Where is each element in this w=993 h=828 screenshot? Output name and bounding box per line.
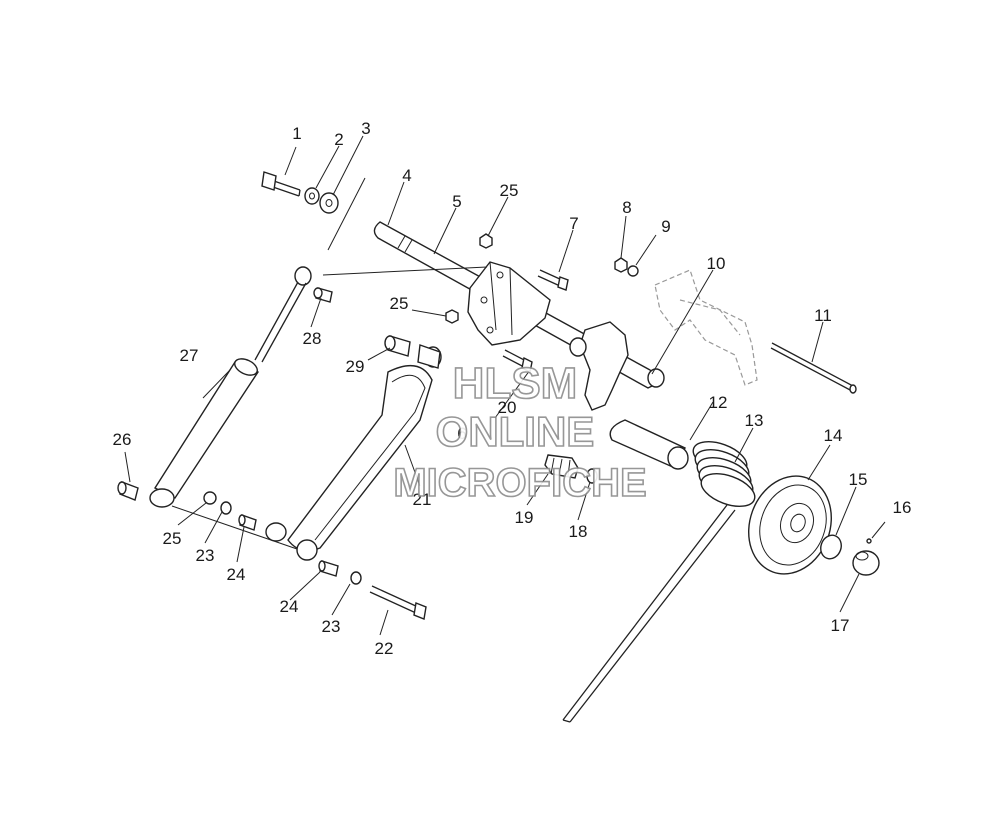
callout-17: 17 — [831, 616, 850, 635]
bushing-25-lower — [203, 491, 217, 505]
callout-25-mid: 25 — [390, 294, 409, 313]
stop-block-19 — [544, 454, 579, 479]
bolt-22 — [369, 585, 427, 620]
bushing-24-left — [238, 514, 257, 531]
callout-8: 8 — [622, 198, 631, 217]
callout-22: 22 — [375, 639, 394, 658]
bolt-1 — [261, 171, 301, 197]
torsion-spring-13 — [562, 441, 756, 723]
pin-16 — [866, 538, 872, 544]
callout-27: 27 — [180, 346, 199, 365]
callout-25-lower: 25 — [163, 529, 182, 548]
callout-23-right: 23 — [322, 617, 341, 636]
callout-15: 15 — [849, 470, 868, 489]
washer-2 — [304, 187, 320, 205]
watermark-line-3: MICROFICHE — [393, 461, 646, 505]
callout-24-left: 24 — [227, 565, 246, 584]
idler-wheel-14 — [748, 475, 832, 575]
bushing-26 — [117, 481, 139, 501]
callout-25-top: 25 — [500, 181, 519, 200]
callout-1: 1 — [292, 124, 301, 143]
callout-18: 18 — [569, 522, 588, 541]
bushing-28 — [313, 287, 333, 303]
bolt-7 — [537, 269, 569, 291]
washer-23-left — [220, 501, 232, 515]
watermark-line-2: ONLINE — [436, 408, 595, 455]
callout-28: 28 — [303, 329, 322, 348]
callout-12: 12 — [709, 393, 728, 412]
rear-arm-21 — [265, 344, 442, 552]
callout-23-left: 23 — [196, 546, 215, 565]
bushing-29 — [384, 335, 411, 357]
callout-9: 9 — [661, 217, 670, 236]
watermark-line-1: HLSM — [453, 359, 578, 408]
callout-20: 20 — [498, 398, 517, 417]
bushing-lower-pivot — [296, 539, 318, 561]
rod-11 — [770, 342, 857, 394]
tunnel-outline — [654, 269, 758, 386]
washer-15 — [820, 534, 842, 560]
callout-16: 16 — [893, 498, 912, 517]
bolt-20 — [502, 349, 533, 374]
callout-4: 4 — [402, 166, 411, 185]
shock-absorber-27 — [149, 266, 312, 508]
callout-7: 7 — [569, 214, 578, 233]
callout-labels: 1 2 3 4 5 25 7 8 9 10 11 25 28 27 29 20 … — [113, 119, 912, 658]
callout-13: 13 — [745, 411, 764, 430]
callout-14: 14 — [824, 426, 843, 445]
callout-21: 21 — [413, 490, 432, 509]
callout-10: 10 — [707, 254, 726, 273]
callout-26: 26 — [113, 430, 132, 449]
washer-3 — [319, 192, 339, 214]
clip-18 — [586, 468, 598, 484]
callout-29: 29 — [346, 357, 365, 376]
callout-6: 6 — [457, 424, 466, 443]
watermark: HLSM ONLINE MICROFICHE — [393, 358, 648, 506]
callout-19: 19 — [515, 508, 534, 527]
washer-23-right — [350, 571, 362, 585]
scissor-stop-arm — [569, 321, 629, 411]
callout-2: 2 — [334, 130, 343, 149]
leader-lines — [124, 135, 886, 636]
spacer-tube-12 — [609, 419, 689, 470]
callout-11: 11 — [814, 306, 832, 325]
callout-5: 5 — [452, 192, 461, 211]
bushing-24-right — [318, 560, 339, 577]
washer-9 — [627, 265, 639, 277]
end-cap-17 — [852, 550, 880, 576]
shaft-bracket — [467, 261, 551, 346]
nut-25-top — [479, 233, 493, 249]
nut-8 — [614, 257, 628, 273]
callout-24-right: 24 — [280, 597, 299, 616]
callout-3: 3 — [361, 119, 370, 138]
nut-25-mid — [445, 309, 459, 324]
